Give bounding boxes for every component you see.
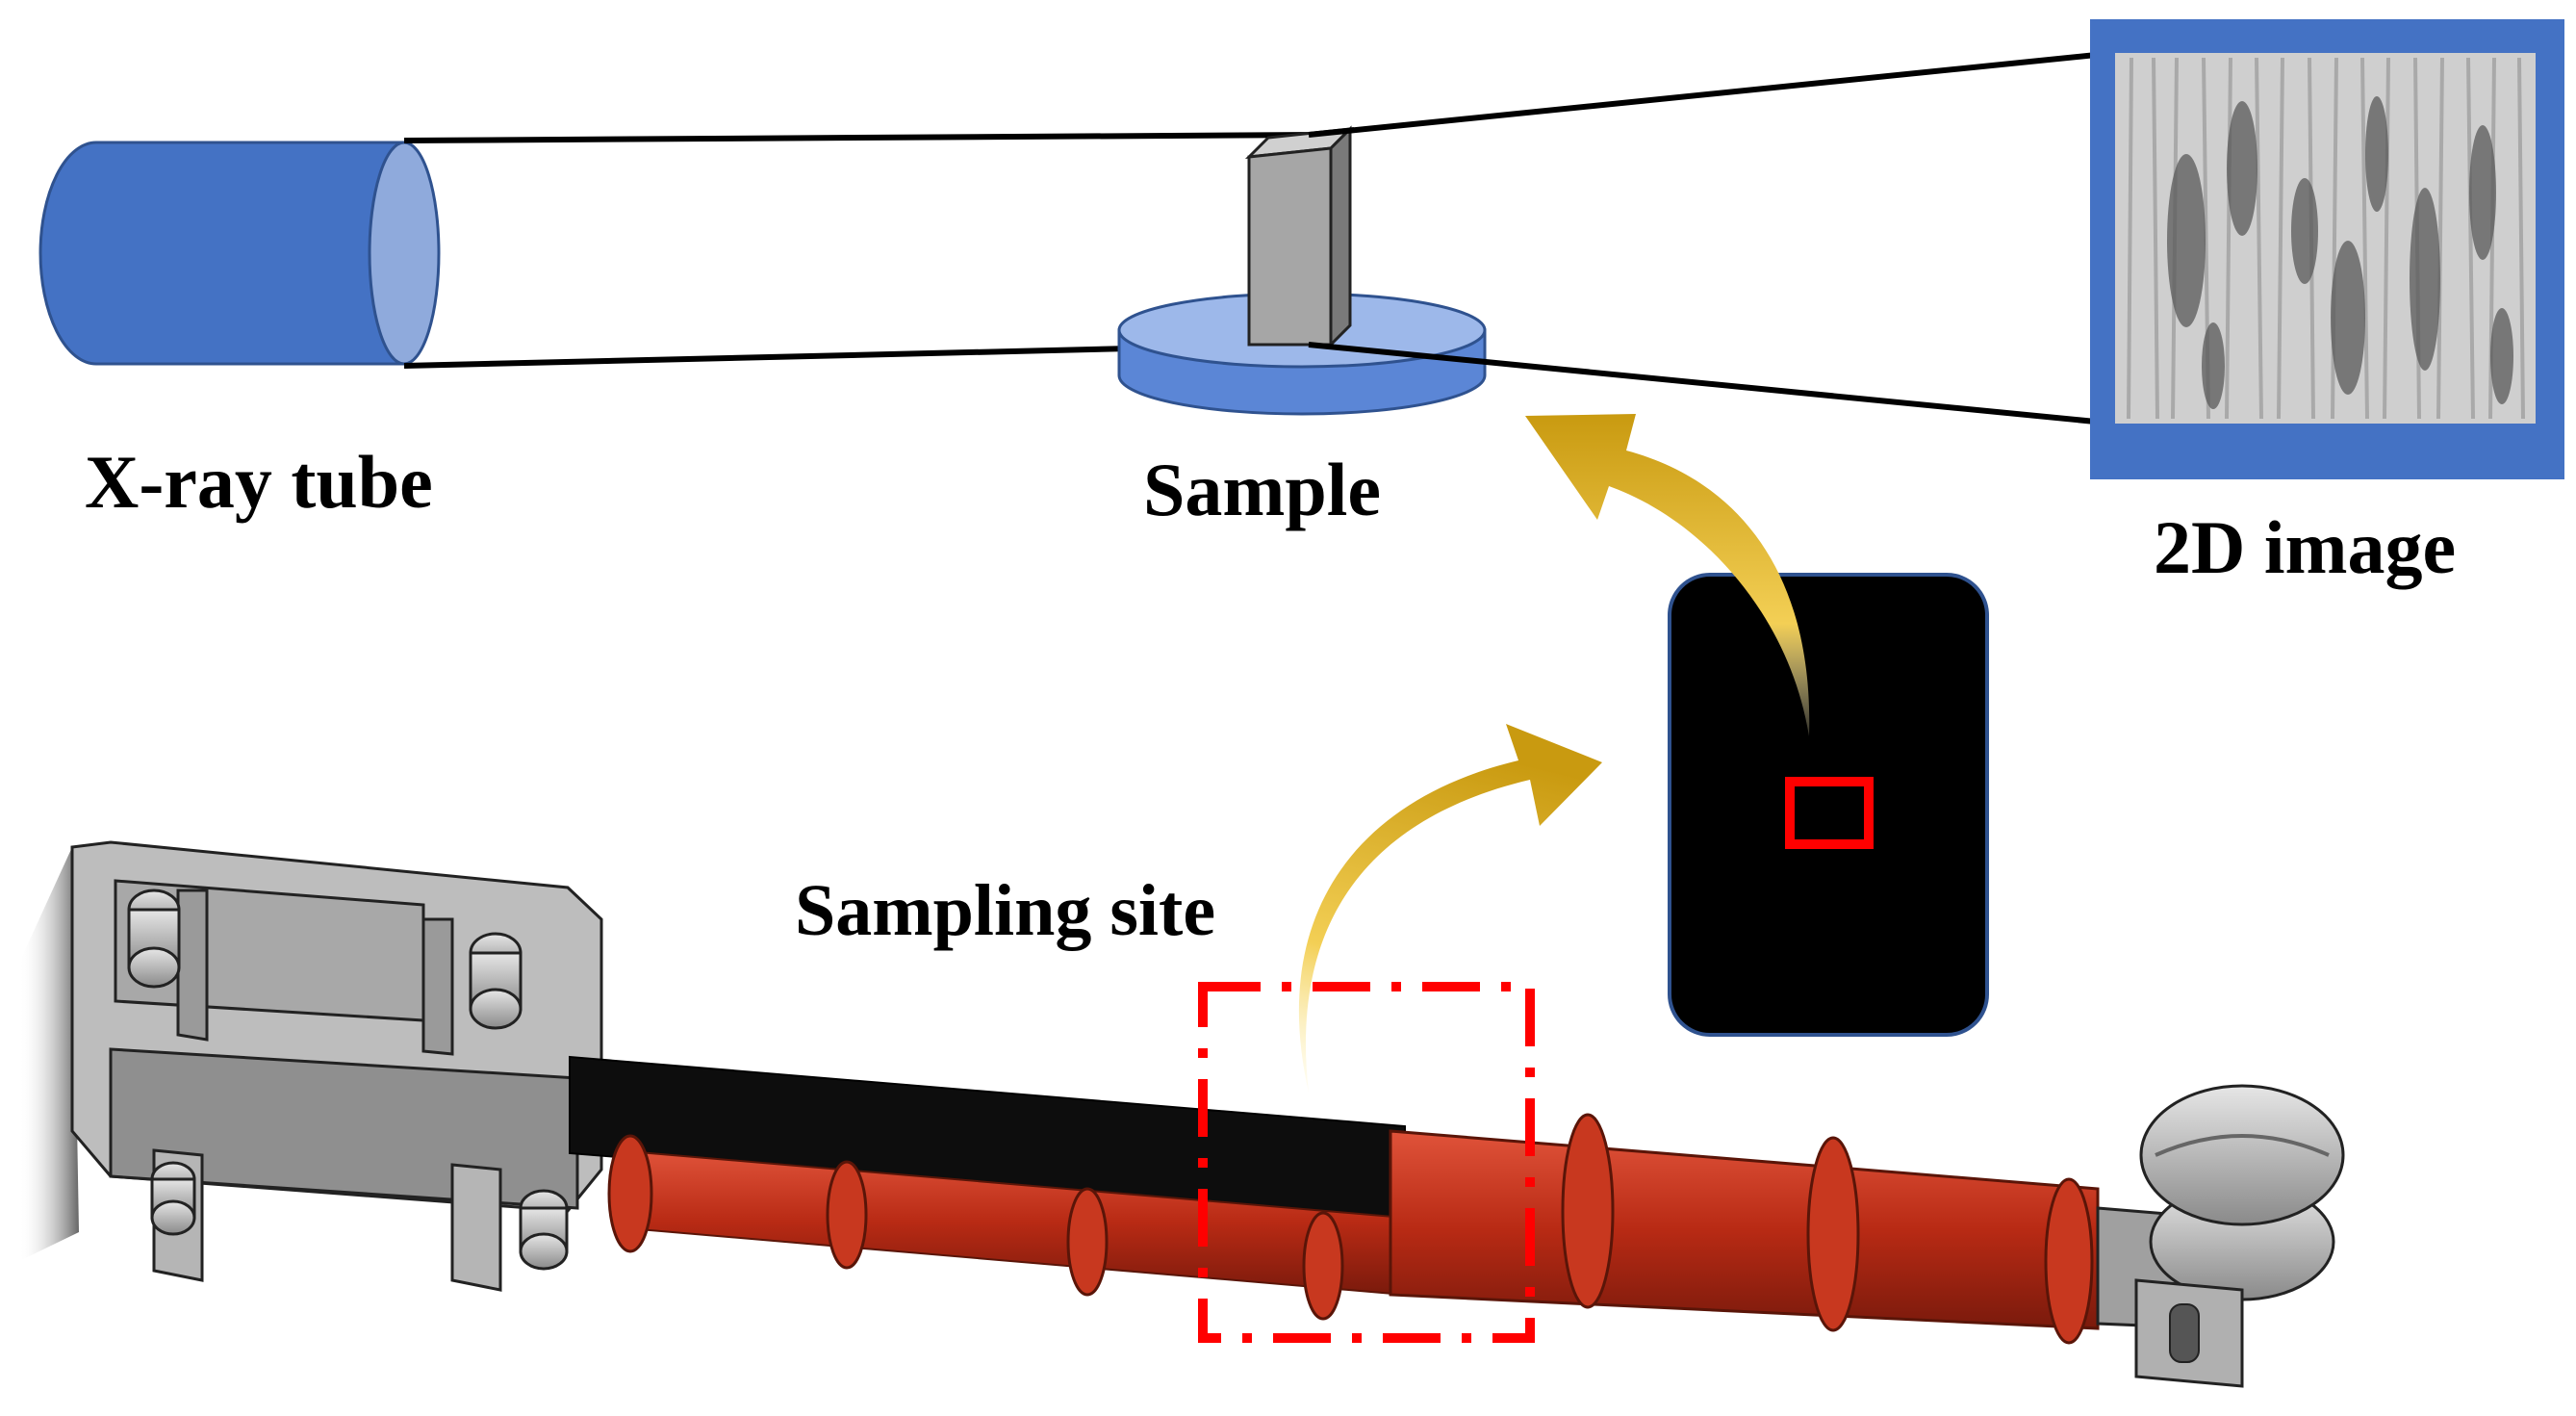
sample-label: Sample [1143, 448, 1382, 531]
2d-image-label: 2D image [2154, 505, 2457, 589]
insulator-assembly [19, 840, 2345, 1388]
2d-image-panel [2090, 19, 2564, 479]
sheath-housing [1389, 1129, 2100, 1330]
sampling-site-label: Sampling site [795, 870, 1216, 951]
sample-region-marker [1785, 777, 1874, 849]
mounting-bracket [70, 840, 603, 1292]
arrow-to-sample [1525, 414, 1810, 736]
bolt-head [127, 888, 569, 1271]
sampling-site-box [1198, 982, 1535, 1343]
end-fitting [2096, 1084, 2345, 1388]
projection-lines [1308, 50, 2116, 426]
arrow-to-cross-section [1298, 724, 1602, 1093]
2d-image-texture [2127, 57, 2525, 420]
xray-tube [38, 141, 441, 366]
xray-tube-label: X-ray tube [85, 440, 433, 524]
sample-block [1244, 125, 1355, 348]
cross-section-panel [1668, 573, 1989, 1037]
sheds [607, 1113, 2094, 1345]
